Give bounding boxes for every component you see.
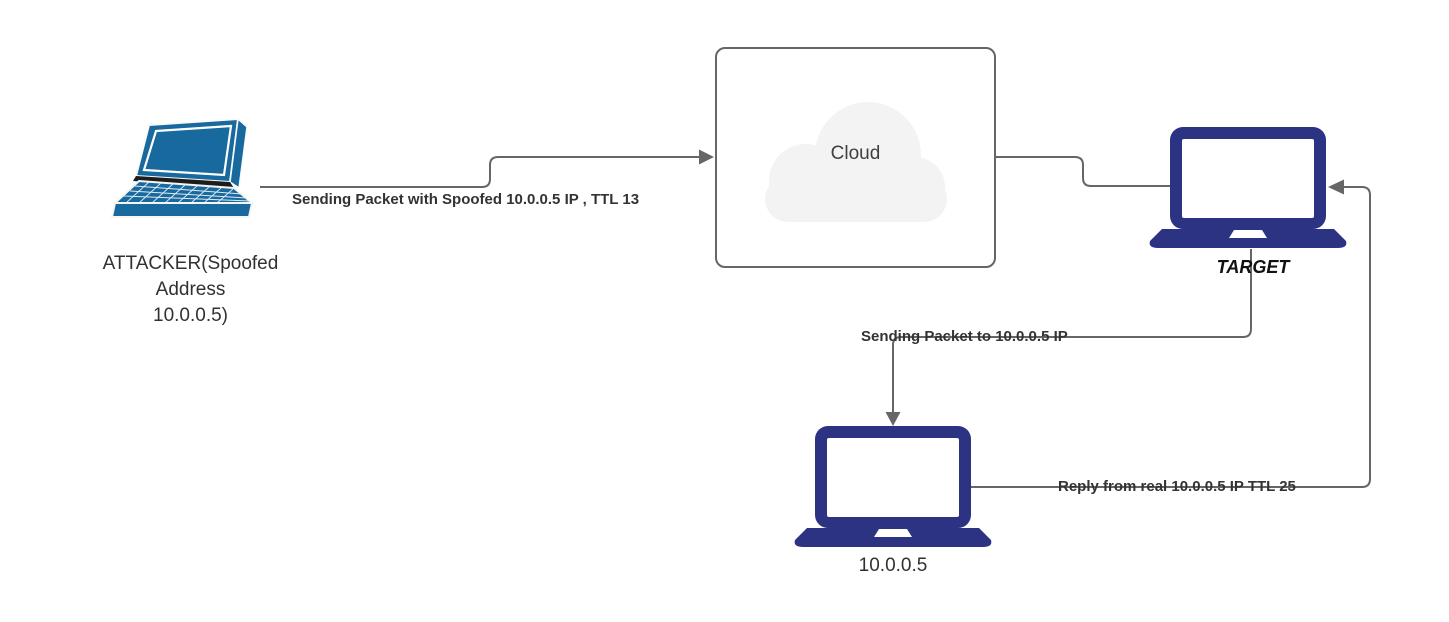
target-node (1148, 125, 1348, 251)
edge-label-reply-from-real: Reply from real 10.0.0.5 IP TTL 25 (1058, 478, 1296, 495)
real-host-laptop-icon (794, 426, 992, 547)
arrowhead-into-cloud (699, 149, 714, 165)
real-host-label: 10.0.0.5 (858, 555, 928, 576)
target-label: TARGET (1216, 257, 1290, 277)
attacker-label: ATTACKER(Spoofed Address 10.0.0.5) (88, 251, 293, 329)
cloud-label: Cloud (830, 143, 881, 164)
attacker-laptop-icon (110, 118, 255, 218)
cloud-icon (765, 102, 947, 222)
edge-cloud-to-target (996, 156, 1170, 187)
edge-label-packet-to-real: Sending Packet to 10.0.0.5 IP (861, 328, 1068, 345)
cloud-box: Cloud (715, 47, 996, 268)
attacker-label-line1: ATTACKER(Spoofed (102, 253, 279, 274)
edge-label-spoofed-packet: Sending Packet with Spoofed 10.0.0.5 IP … (292, 191, 640, 208)
attacker-node (105, 118, 263, 230)
target-laptop-icon (1149, 127, 1347, 248)
attacker-label-line3: 10.0.0.5) (153, 305, 228, 326)
attacker-label-line2: Address (155, 279, 226, 300)
edge-attacker-to-cloud (260, 156, 699, 188)
real-host-node (793, 424, 993, 550)
